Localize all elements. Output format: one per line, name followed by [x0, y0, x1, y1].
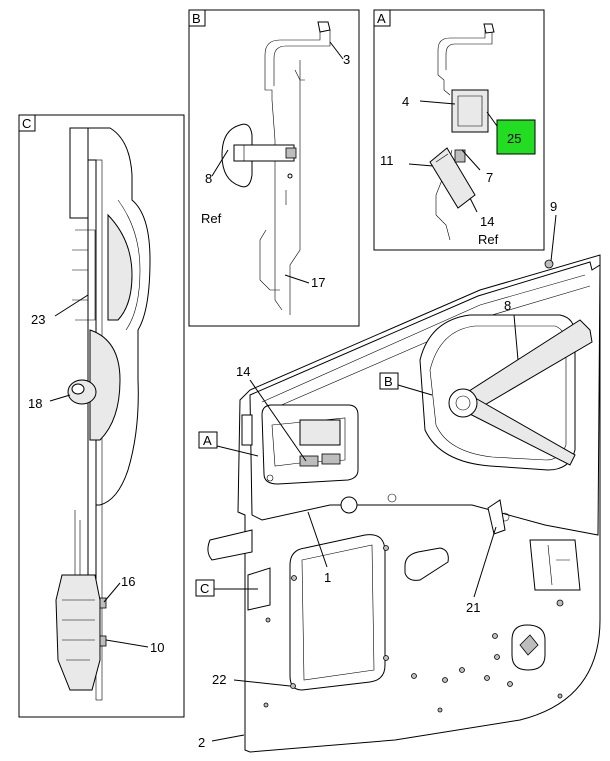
callout-11: 11: [380, 153, 394, 168]
marker-c: C: [200, 581, 209, 596]
callout-17: 17: [311, 275, 325, 290]
detail-b: B 3 8 Ref 17: [188, 9, 360, 327]
ref-label-14: Ref: [478, 232, 499, 247]
callout-2: 2: [198, 735, 205, 750]
detail-b-letter: B: [192, 11, 201, 26]
callout-7: 7: [486, 170, 493, 185]
fastener-dots: [263, 545, 564, 713]
marker-b: B: [384, 374, 393, 389]
callout-16: 16: [121, 574, 135, 589]
detail-b-frame: [188, 9, 360, 327]
marker-a-box: [198, 431, 218, 449]
callout-25-highlight: [496, 119, 536, 155]
callout-25: 25: [507, 131, 521, 146]
marker-b-box: [379, 372, 399, 390]
detail-a: A 25 4 7 11 14 Ref: [373, 9, 545, 251]
callout-23: 23: [31, 312, 45, 327]
callout-9: 9: [550, 199, 557, 214]
detail-a-tag: [373, 9, 391, 27]
detail-c-letter: C: [22, 116, 31, 131]
marker-c-box: [195, 579, 215, 597]
detail-c-frame: [18, 114, 185, 718]
detail-b-tag: [188, 9, 206, 27]
callout-8-detail-b: 8: [205, 171, 212, 186]
callout-10: 10: [150, 640, 164, 655]
detail-a-letter: A: [377, 11, 386, 26]
callout-1: 1: [324, 570, 331, 585]
marker-a: A: [203, 433, 212, 448]
callout-8-main: 8: [504, 298, 511, 313]
main-door-view: A B C 14 8 9 1 21 22 2: [195, 199, 601, 753]
callout-22: 22: [212, 672, 226, 687]
callout-21: 21: [466, 600, 480, 615]
callout-14-detail-a: 14: [480, 214, 494, 229]
detail-a-frame: [373, 9, 545, 251]
detail-c-tag: [18, 114, 36, 132]
callout-18: 18: [28, 396, 42, 411]
callout-3: 3: [343, 52, 350, 67]
callout-4: 4: [402, 94, 409, 109]
ref-label-8: Ref: [201, 211, 222, 226]
detail-c: C 23 18 16 10: [18, 114, 185, 718]
callout-14-main: 14: [236, 364, 250, 379]
